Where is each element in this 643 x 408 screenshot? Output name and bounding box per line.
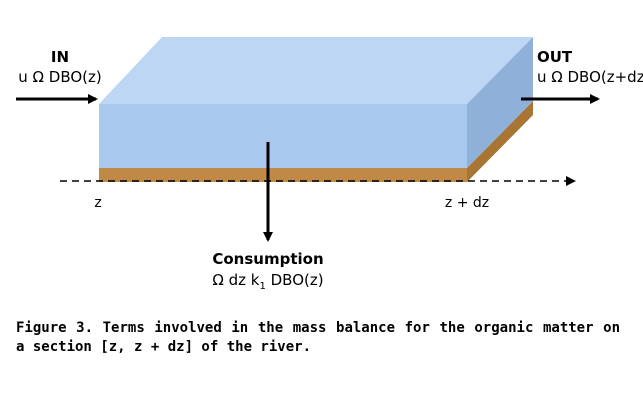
water-side-face — [467, 37, 533, 168]
riverbed-side — [467, 101, 533, 182]
out-label: OUT — [537, 48, 573, 66]
consumption-expr-subscript: 1 — [259, 281, 265, 292]
consumption-expr-prefix: Ω dz k — [212, 271, 259, 289]
z-label: z — [94, 195, 101, 211]
consumption-expression: Ω dz k1 DBO(z) — [212, 271, 323, 292]
consumption-expr-suffix: DBO(z) — [266, 271, 324, 289]
consumption-label: Consumption — [212, 250, 323, 268]
out-expression: u Ω DBO(z+dz) — [537, 68, 643, 86]
in-label: IN — [51, 48, 69, 66]
river-section — [99, 37, 533, 182]
water-front-face — [99, 104, 467, 168]
riverbed — [99, 168, 467, 182]
in-expression: u Ω DBO(z) — [18, 68, 101, 86]
water-top-face — [99, 37, 533, 104]
figure-caption: Figure 3. Terms involved in the mass bal… — [16, 320, 620, 355]
z-dz-label: z + dz — [445, 195, 489, 211]
